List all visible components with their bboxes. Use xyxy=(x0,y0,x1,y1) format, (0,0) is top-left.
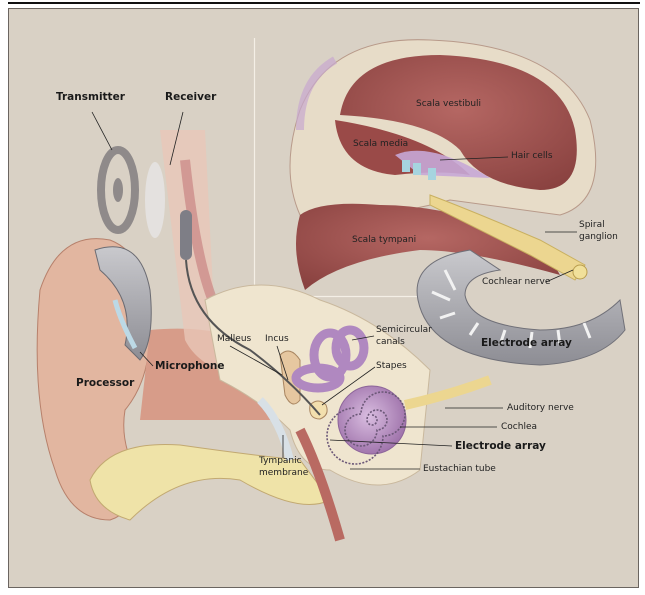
label-cochlear-nerve: Cochlear nerve xyxy=(482,277,551,287)
label-transmitter: Transmitter xyxy=(56,91,125,103)
label-semicircular-canals-line2: canals xyxy=(376,337,405,347)
label-auditory-nerve: Auditory nerve xyxy=(507,403,574,413)
microphone-shape xyxy=(112,299,138,350)
scala-vestibuli-region xyxy=(340,55,577,190)
cochlea-cross-section-inset xyxy=(289,39,597,290)
receiver-stimulator xyxy=(180,210,192,260)
label-scala-media: Scala media xyxy=(353,139,409,149)
label-hair-cells: Hair cells xyxy=(511,151,553,161)
label-incus: Incus xyxy=(265,334,289,344)
auditory-nerve-shape xyxy=(403,375,492,410)
cochlea xyxy=(326,385,407,465)
receiver-shape xyxy=(145,162,165,238)
label-malleus: Malleus xyxy=(217,334,252,344)
processor-unit xyxy=(94,246,152,361)
label-spiral-ganglion-line1: Spiral xyxy=(579,220,605,230)
label-stapes: Stapes xyxy=(376,361,407,371)
electrode-array-enlarged xyxy=(416,249,626,366)
hair-cells xyxy=(402,160,436,180)
label-processor: Processor xyxy=(76,377,135,389)
label-tympanic-membrane-line1: Tympanic xyxy=(259,456,302,466)
label-scala-vestibuli: Scala vestibuli xyxy=(416,99,482,109)
top-rule xyxy=(8,2,640,4)
label-microphone: Microphone xyxy=(155,360,225,372)
leader-lines xyxy=(91,111,577,470)
label-electrode-array: Electrode array xyxy=(455,440,546,452)
spiral-ganglion-nerve xyxy=(429,194,586,281)
label-eustachian-tube: Eustachian tube xyxy=(423,464,496,474)
label-scala-tympani: Scala tympani xyxy=(352,235,417,245)
ossicles xyxy=(279,350,328,420)
label-tympanic-membrane-line2: membrane xyxy=(259,468,309,478)
label-semicircular-canals-line1: Semicircular xyxy=(376,325,432,335)
eustachian-tube-shape xyxy=(295,427,345,542)
transmitter-coil xyxy=(97,146,139,234)
semicircular-canals xyxy=(291,325,369,393)
label-cochlea: Cochlea xyxy=(501,422,537,432)
label-spiral-ganglion-line2: ganglion xyxy=(579,232,618,242)
label-electrode-array-inset: Electrode array xyxy=(481,337,572,349)
electrode-lead xyxy=(185,259,321,416)
label-receiver: Receiver xyxy=(165,91,217,103)
tympanic-membrane-shape xyxy=(257,397,294,461)
